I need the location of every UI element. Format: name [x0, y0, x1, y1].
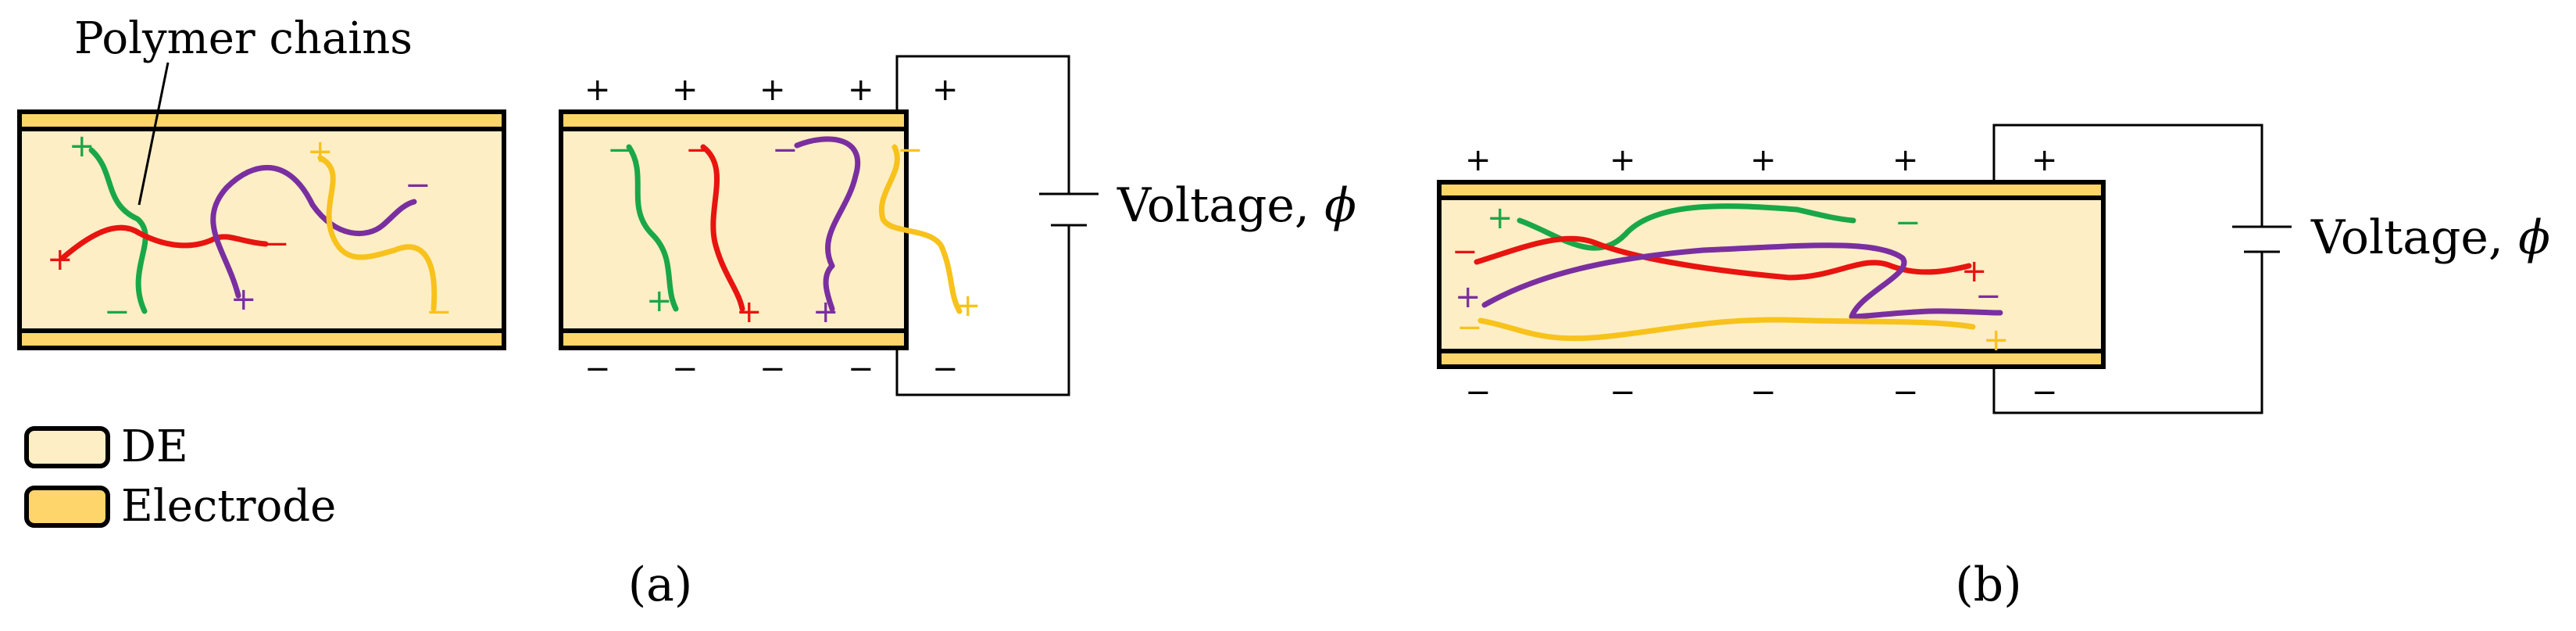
bottom-electrode	[17, 328, 506, 350]
charge-minus-green: −	[607, 132, 634, 168]
charge-minus-yellow: −	[1456, 310, 1483, 346]
polymer-chains-label: Polymer chains	[74, 13, 413, 64]
circuit-wire	[1992, 124, 2263, 414]
charge-plus-red: +	[47, 242, 73, 278]
legend: DE Electrode	[24, 421, 336, 532]
panel-label-b: (b)	[1955, 558, 2021, 612]
electrode-charge-minus: −	[584, 351, 611, 387]
charge-minus-red: −	[263, 226, 290, 262]
polymer-chain-red	[700, 144, 745, 312]
voltage-label: Voltage, ϕ	[2310, 210, 2550, 265]
electrode-charge-minus: −	[848, 351, 874, 387]
polymer-chains-leader	[138, 62, 170, 206]
electrode-charge-plus: +	[1892, 142, 1919, 178]
electrode-charge-minus: −	[1892, 375, 1919, 411]
electrode-charge-plus: +	[584, 72, 611, 108]
voltage-label: Voltage, ϕ	[1117, 178, 1356, 233]
electrode-charge-plus: +	[932, 72, 959, 108]
charge-minus-red: −	[1452, 234, 1478, 270]
polymer-chain-yellow	[1477, 317, 1976, 342]
charge-plus-yellow: +	[955, 288, 981, 324]
electrode-charge-minus: −	[1465, 375, 1492, 411]
charge-plus-purple: +	[813, 294, 839, 330]
electrode-charge-plus: +	[1750, 142, 1777, 178]
legend-swatch-de	[24, 426, 110, 468]
charge-plus-red: +	[736, 294, 763, 330]
legend-label-electrode: Electrode	[121, 481, 336, 532]
polymer-chain-red	[1474, 235, 1972, 281]
top-electrode	[1437, 180, 2106, 200]
polymer-chain-purple	[1481, 242, 2003, 320]
charge-plus-purple: +	[1455, 279, 1481, 315]
panel-label-a: (a)	[628, 558, 693, 612]
legend-label-de: DE	[121, 421, 188, 472]
electrode-charge-plus: +	[848, 72, 874, 108]
bottom-electrode	[1437, 349, 2106, 369]
electrode-charge-minus: −	[932, 351, 959, 387]
electrode-charge-minus: −	[2031, 375, 2058, 411]
electrode-charge-minus: −	[759, 351, 786, 387]
polymer-chain-purple	[210, 164, 417, 299]
polymer-chain-yellow	[317, 155, 438, 312]
charge-plus-green: +	[69, 128, 95, 164]
unactuated-de-layer: + − + − + − + − Polymer chains	[17, 13, 506, 350]
legend-swatch-electrode	[24, 486, 110, 528]
polymer-chain-purple	[794, 136, 861, 312]
bottom-electrode	[559, 328, 909, 350]
top-electrode	[559, 109, 909, 131]
electrode-charge-plus: +	[1610, 142, 1636, 178]
polymer-chain-yellow	[878, 144, 963, 314]
charge-minus-purple: −	[405, 167, 431, 203]
electrode-charge-plus: +	[672, 72, 698, 108]
top-electrode	[17, 109, 506, 131]
actuated-de-layer-a: − + − + − + − + + + + + + − − − − − Volt…	[559, 55, 1356, 396]
electrode-charge-minus: −	[672, 351, 698, 387]
charge-plus-purple: +	[230, 281, 257, 317]
charge-minus-yellow: −	[426, 294, 452, 330]
electrode-charge-plus: +	[2031, 142, 2058, 178]
charge-plus-green: +	[1487, 200, 1513, 236]
polymer-chain-green	[1517, 203, 1856, 251]
electrode-charge-plus: +	[1465, 142, 1492, 178]
polymer-chain-green	[626, 144, 679, 312]
charge-minus-purple: −	[1975, 278, 2002, 314]
polymer-chain-green	[88, 147, 148, 314]
charge-plus-yellow: +	[307, 134, 334, 170]
circuit-wire	[895, 55, 1070, 396]
charge-minus-red: −	[685, 132, 712, 168]
charge-minus-purple: −	[772, 132, 799, 168]
charge-plus-red: +	[1961, 253, 1988, 289]
polymer-chain-red	[59, 224, 269, 261]
actuated-de-layer-b: + − − + + − − + + + + + + − − − − − Volt…	[1437, 124, 2550, 414]
electrode-charge-plus: +	[759, 72, 786, 108]
charge-minus-yellow: −	[897, 132, 924, 168]
charge-minus-green: −	[104, 294, 130, 330]
electrode-charge-minus: −	[1610, 375, 1636, 411]
charge-plus-green: +	[646, 283, 673, 319]
charge-minus-green: −	[1895, 205, 1921, 241]
charge-plus-yellow: +	[1983, 322, 2010, 358]
electrode-charge-minus: −	[1750, 375, 1777, 411]
